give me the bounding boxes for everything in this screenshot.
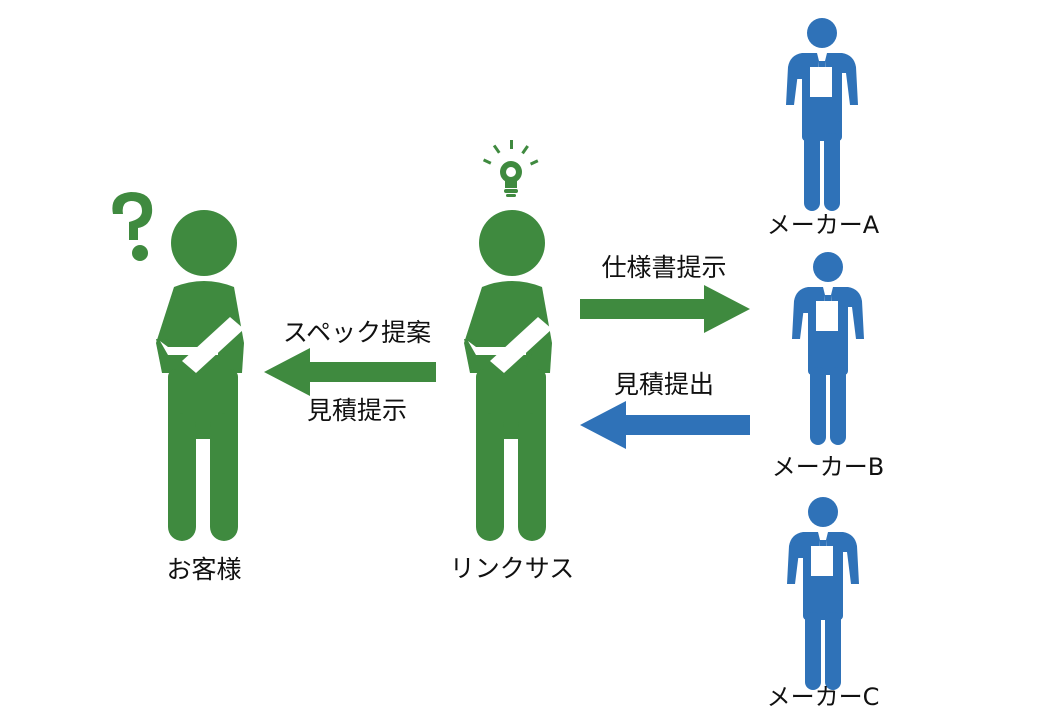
spec-document-label: 仕様書提示 [601, 253, 726, 282]
quote-submission-label: 見積提出 [614, 370, 714, 399]
quote-presentation-label: 見積提示 [307, 396, 407, 425]
question-mark-icon [112, 192, 153, 261]
linkusus-figure [464, 210, 552, 541]
customer-figure [156, 210, 244, 541]
maker-b-label: メーカーB [772, 453, 884, 481]
maker-b-figure [792, 252, 864, 445]
arrow-from-makers [580, 401, 750, 449]
lightbulb-icon [482, 140, 539, 197]
spec-proposal-label: スペック提案 [283, 318, 431, 347]
arrow-to-customer [264, 348, 436, 396]
arrow-to-makers [580, 285, 750, 333]
linkusus-label: リンクサス [450, 554, 575, 583]
maker-a-label: メーカーA [767, 211, 880, 239]
maker-c-figure [787, 497, 859, 690]
maker-c-label: メーカーC [767, 683, 880, 711]
customer-label: お客様 [166, 555, 241, 584]
maker-a-figure [786, 18, 858, 211]
